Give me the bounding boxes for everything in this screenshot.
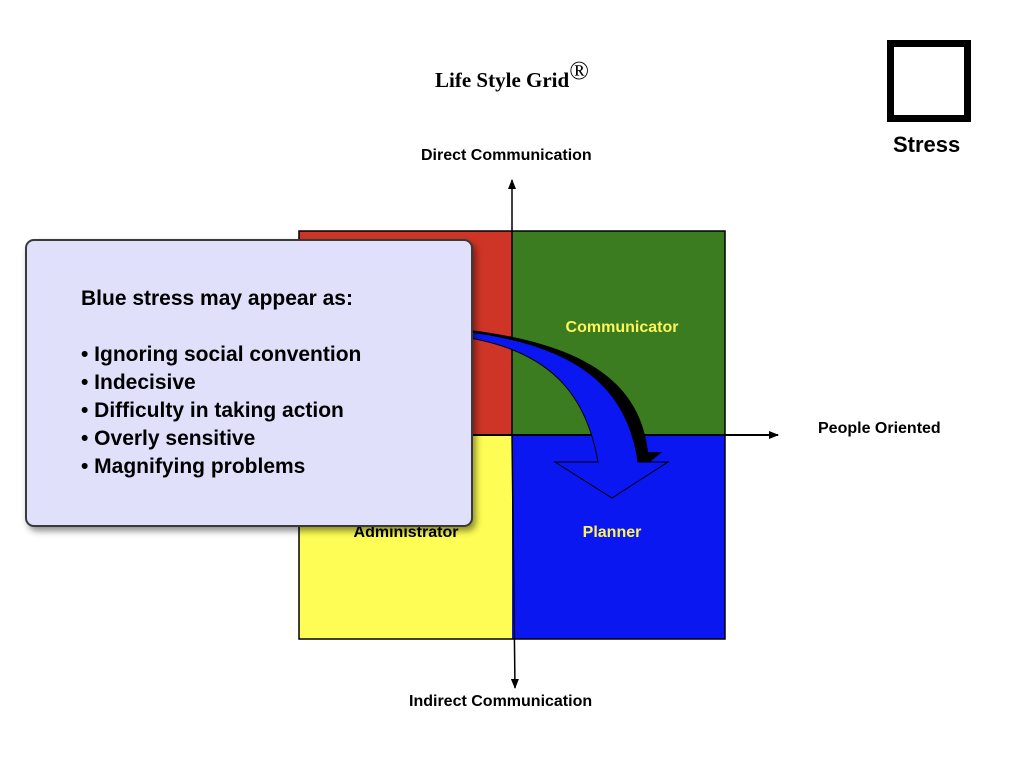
axis-label-direct-communication: Direct Communication — [421, 147, 592, 164]
callout-heading: Blue stress may appear as: — [81, 287, 353, 310]
axis-label-people-oriented: People Oriented — [818, 420, 941, 437]
callout-item: • Indecisive — [81, 371, 196, 394]
registered-mark: ® — [569, 56, 589, 85]
slide-title: Life Style Grid® — [0, 58, 1024, 93]
stress-label: Stress — [893, 132, 961, 157]
quadrant-label-communicator: Communicator — [566, 319, 679, 336]
callout-item: • Magnifying problems — [81, 455, 306, 478]
callout-item: • Difficulty in taking action — [81, 399, 344, 422]
axis-label-indirect-communication: Indirect Communication — [409, 693, 593, 710]
callout-list: • Ignoring social convention • Indecisiv… — [81, 341, 471, 481]
quadrant-label-administrator: Administrator — [354, 524, 459, 541]
stress-square-icon — [887, 40, 971, 122]
stress-arrow — [469, 331, 670, 499]
title-text: Life Style Grid — [435, 68, 570, 92]
vertical-axis-down — [510, 434, 519, 689]
callout-item: • Ignoring social convention — [81, 343, 362, 366]
quadrant-label-planner: Planner — [583, 524, 642, 541]
stress-callout-box: Blue stress may appear as: • Ignoring so… — [25, 239, 473, 527]
callout-item: • Overly sensitive — [81, 427, 256, 450]
